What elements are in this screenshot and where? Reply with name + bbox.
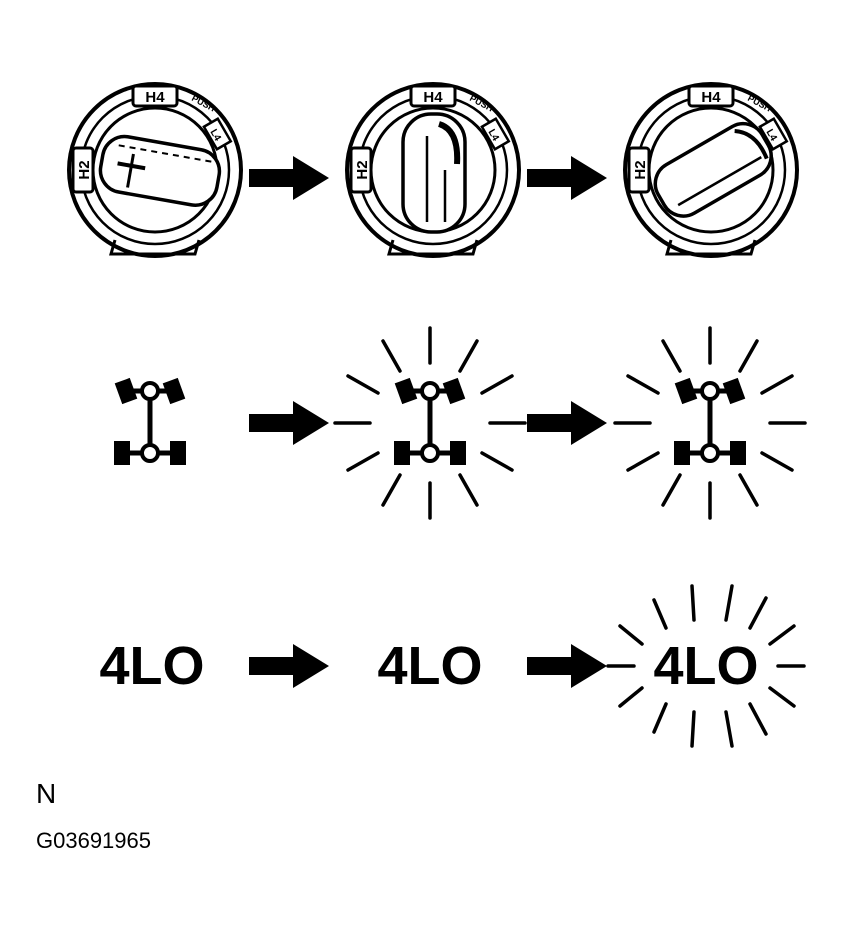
- dial-knob: [653, 121, 773, 218]
- 4lo-indicator-label: 4LO: [653, 636, 758, 696]
- h4-label: H4: [423, 89, 443, 106]
- l4-label: L4: [486, 127, 502, 143]
- indicator-4lo-row: 4LO 4LO 4LO: [99, 584, 806, 748]
- arrow-icon: [527, 401, 607, 445]
- figure-code: G03691965: [36, 828, 151, 853]
- 4lo-indicator: 4LO: [377, 636, 482, 696]
- dial-knob: [401, 112, 467, 234]
- h4-label: H4: [701, 89, 721, 106]
- arrow-icon: [527, 156, 607, 200]
- transfer-dial-l4: H4 H2 PUSH L4: [623, 82, 799, 258]
- dial-row: H4 H2 PUSH L4 H4: [67, 82, 799, 258]
- h2-label: H2: [632, 160, 649, 179]
- arrow-icon: [249, 156, 329, 200]
- h2-label: H2: [76, 160, 93, 179]
- 4lo-indicator-flashing: 4LO: [606, 584, 806, 748]
- 4wd-indicator-icon: [114, 377, 186, 465]
- l4-label: L4: [764, 127, 780, 143]
- 4wd-indicator-icon-flashing: [613, 326, 807, 520]
- indicator-4wd-row: [114, 326, 807, 520]
- flash-rays: [613, 326, 807, 520]
- dial-knob: [98, 134, 222, 207]
- transfer-dial-h2: H4 H2 PUSH L4: [67, 82, 243, 258]
- h2-label: H2: [354, 160, 371, 179]
- 4lo-indicator: 4LO: [99, 636, 204, 696]
- arrow-icon: [527, 644, 607, 688]
- l4-label: L4: [208, 127, 224, 143]
- flash-rays: [606, 584, 806, 748]
- flash-rays: [333, 326, 527, 520]
- figure-letter: N: [36, 778, 57, 809]
- transfer-dial-transition: H4 H2 PUSH L4: [345, 82, 521, 258]
- h4-label: H4: [145, 89, 165, 106]
- 4wd-indicator-icon-flashing: [333, 326, 527, 520]
- arrow-icon: [249, 401, 329, 445]
- arrow-icon: [249, 644, 329, 688]
